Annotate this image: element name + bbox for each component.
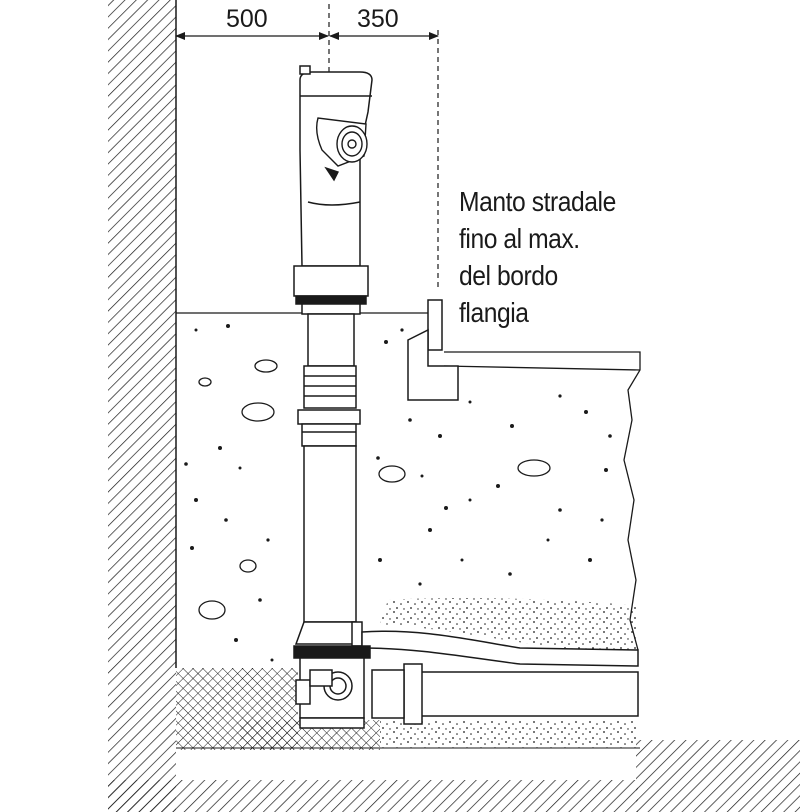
wall-hatching xyxy=(108,0,800,812)
note-line-4: flangia xyxy=(459,297,529,328)
soil-specks xyxy=(184,324,612,662)
hydrant-flange xyxy=(293,265,369,315)
note-line-1: Manto stradale xyxy=(459,186,616,217)
sand-bedding xyxy=(380,598,638,748)
standpipe xyxy=(294,313,363,647)
supply-pipe xyxy=(361,630,639,725)
dimension-lines xyxy=(175,4,439,290)
dimension-right-label: 350 xyxy=(357,5,399,33)
dimension-left-label: 500 xyxy=(226,5,268,33)
soil-stones xyxy=(198,359,551,620)
note-line-3: del bordo xyxy=(459,260,558,291)
hydrant-body xyxy=(299,65,373,267)
note-line-2: fino al max. xyxy=(459,223,580,254)
road-surface-note: Manto stradale fino al max. del bordo fl… xyxy=(459,183,661,331)
base-valve xyxy=(293,645,371,729)
hydrant-outlet xyxy=(315,117,368,182)
road-curb xyxy=(407,299,459,401)
gravel-bedding xyxy=(176,668,380,750)
